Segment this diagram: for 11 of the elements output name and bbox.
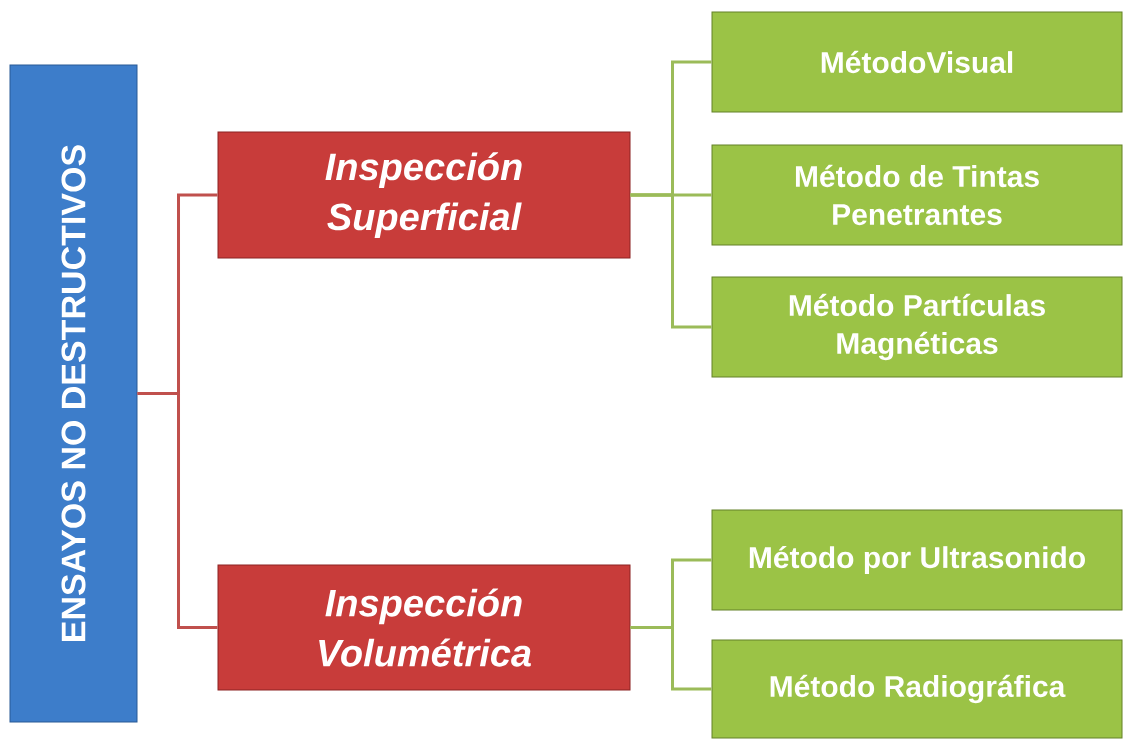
method-box: Método de Tintas Penetrantes bbox=[711, 144, 1123, 246]
category-box: Inspección Volumétrica bbox=[217, 564, 631, 691]
method-box: Método Partículas Magnéticas bbox=[711, 276, 1123, 378]
method-box: Método por Ultrasonido bbox=[711, 509, 1123, 611]
category-box: Inspección Superficial bbox=[217, 131, 631, 259]
connector-line bbox=[630, 626, 712, 691]
connector-line bbox=[630, 193, 712, 329]
method-box: Método Radiográfica bbox=[711, 639, 1123, 739]
root-box: ENSAYOS NO DESTRUCTIVOS bbox=[9, 64, 138, 723]
connector-line bbox=[137, 392, 218, 629]
method-box: MétodoVisual bbox=[711, 11, 1123, 113]
